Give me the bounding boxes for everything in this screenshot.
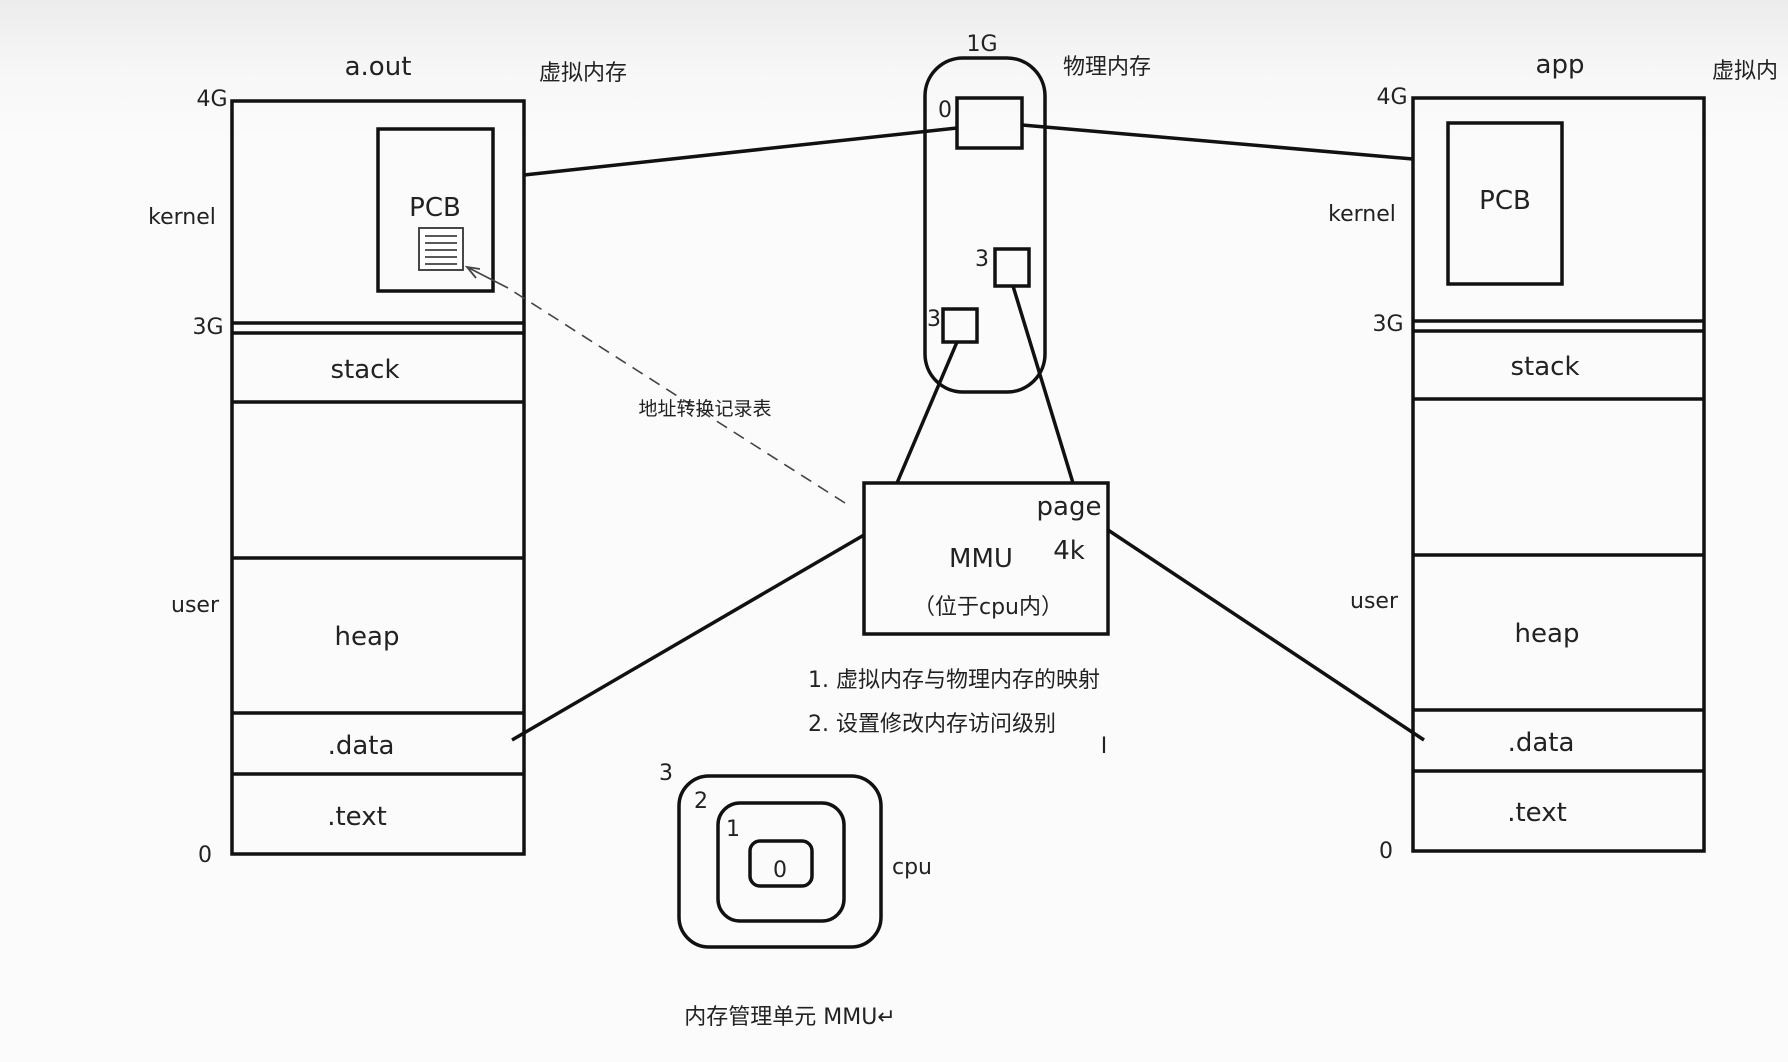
right-pcb-label: PCB	[1479, 186, 1531, 216]
address-table-arrow-stem	[466, 266, 509, 289]
left-memory-column	[230, 99, 526, 856]
right-virtual-memory-caption: 虚拟内	[1712, 59, 1778, 84]
left-heap-label: heap	[335, 622, 400, 652]
ring-2	[716, 801, 846, 923]
right-virtual-memory: app 虚拟内 4G 3G 0 kernel user stack heap .…	[1328, 50, 1778, 864]
mmu-page-label: page	[1037, 492, 1102, 522]
right-data-label: .data	[1508, 728, 1575, 758]
ring-1-label: 1	[726, 817, 740, 842]
left-addr-4g: 4G	[196, 87, 227, 112]
ring-3-label: 3	[659, 761, 673, 786]
mmu-notes: 1. 虚拟内存与物理内存的映射 2. 设置修改内存访问级别 I	[808, 668, 1107, 759]
mmu-box-group: page 4k MMU （位于cpu内）	[862, 481, 1110, 636]
right-memory-column	[1411, 96, 1706, 853]
right-kernel-label: kernel	[1328, 202, 1396, 227]
physical-page-0	[955, 96, 1024, 150]
left-pcb-label: PCB	[409, 193, 461, 223]
physical-memory: 1G 物理内存 0 3 3	[923, 32, 1151, 394]
text-cursor-icon: I	[1101, 734, 1108, 759]
left-kernel-to-physical-line	[523, 126, 958, 177]
document-icon	[418, 227, 464, 271]
cpu-label: cpu	[892, 855, 932, 880]
address-table-dashed-line	[507, 287, 846, 504]
right-heap-label: heap	[1515, 619, 1580, 649]
mmu-page-size: 4k	[1053, 536, 1085, 566]
ring-0-label: 0	[773, 858, 787, 883]
footer-caption: 内存管理单元 MMU↵	[684, 1005, 896, 1030]
connection-lines: 地址转换记录表	[464, 123, 1425, 742]
left-text-label: .text	[327, 802, 387, 832]
left-process-title: a.out	[345, 52, 412, 82]
cpu-privilege-rings: 3 2 1 0 cpu	[659, 761, 932, 949]
mmu-to-physical-page-left-line	[895, 341, 959, 484]
mmu-to-physical-page-right-line	[1011, 285, 1075, 484]
left-virtual-memory: a.out 虚拟内存 4G 3G 0 kernel user stack hea…	[148, 52, 627, 868]
right-addr-0: 0	[1379, 839, 1393, 864]
left-addr-0: 0	[198, 843, 212, 868]
right-addr-4g: 4G	[1376, 85, 1407, 110]
physical-page-3b-label: 3	[927, 307, 941, 332]
left-kernel-label: kernel	[148, 205, 216, 230]
left-virtual-memory-caption: 虚拟内存	[539, 61, 627, 86]
right-stack-label: stack	[1510, 352, 1579, 382]
left-user-label: user	[171, 593, 220, 618]
physical-page-3a-label: 3	[975, 247, 989, 272]
mmu-name: MMU	[949, 544, 1013, 574]
right-addr-3g: 3G	[1372, 312, 1403, 337]
mmu-box	[862, 481, 1110, 636]
physical-page-0-label: 0	[938, 98, 952, 123]
mmu-to-right-data-line	[1107, 528, 1425, 742]
mmu-to-left-data-line	[511, 533, 865, 742]
ring-3	[677, 774, 883, 949]
address-table-label: 地址转换记录表	[638, 398, 771, 420]
left-pcb-box	[376, 127, 495, 293]
physical-page-3a	[993, 247, 1031, 288]
mmu-note-2: 2. 设置修改内存访问级别	[808, 712, 1056, 737]
left-data-label: .data	[328, 731, 395, 761]
left-addr-3g: 3G	[192, 315, 223, 340]
physical-to-right-kernel-line	[1021, 123, 1414, 161]
right-process-title: app	[1536, 50, 1585, 80]
mmu-note-1: 1. 虚拟内存与物理内存的映射	[808, 668, 1100, 693]
right-user-label: user	[1350, 589, 1399, 614]
ring-0	[748, 839, 814, 888]
physical-memory-caption: 物理内存	[1063, 55, 1151, 80]
mmu-location: （位于cpu内）	[913, 595, 1063, 620]
right-text-label: .text	[1507, 798, 1567, 828]
physical-memory-size: 1G	[966, 32, 997, 57]
right-pcb-box	[1446, 121, 1564, 286]
ring-2-label: 2	[694, 789, 708, 814]
physical-memory-column	[923, 56, 1047, 394]
left-stack-label: stack	[330, 355, 399, 385]
physical-page-3b	[941, 307, 979, 344]
